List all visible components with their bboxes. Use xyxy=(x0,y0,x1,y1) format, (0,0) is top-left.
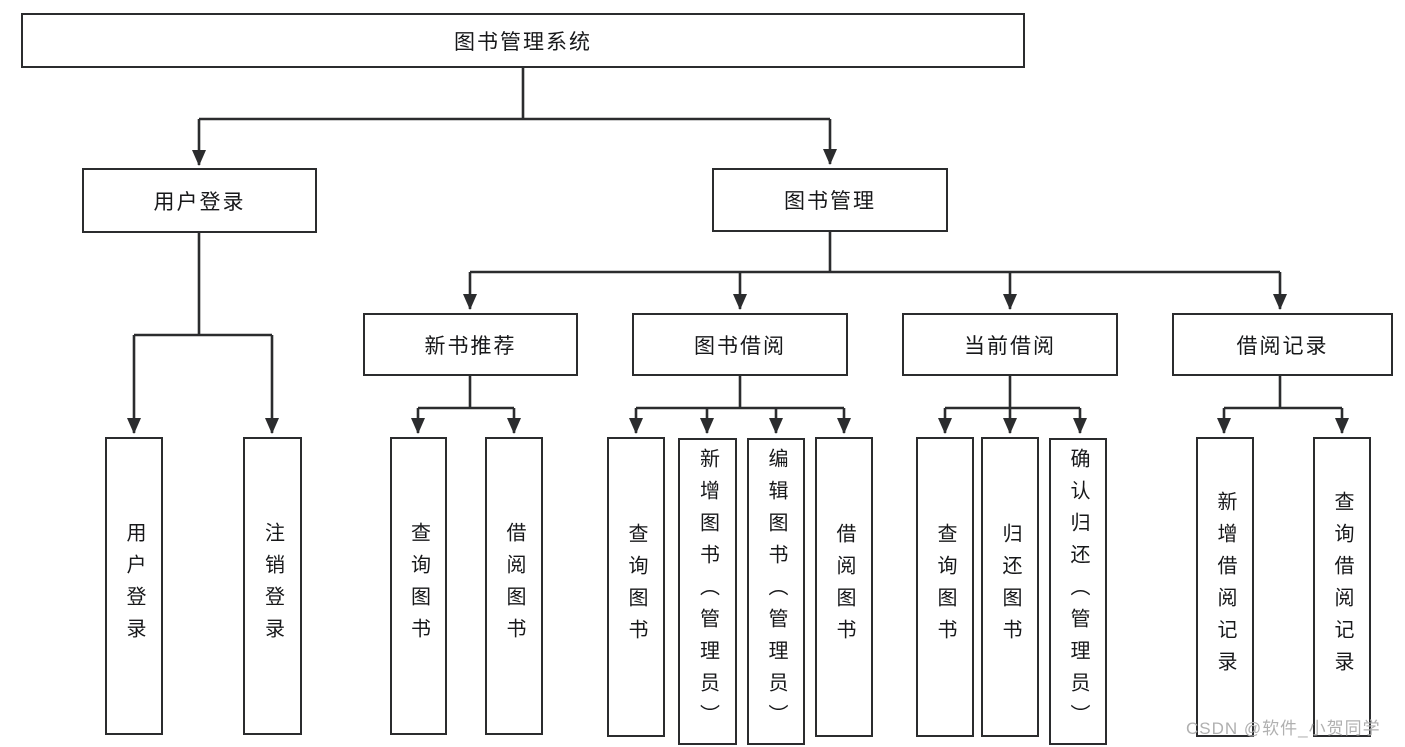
edges-new-book-recommend xyxy=(411,376,521,434)
leaf-bb-borrow-book-label: 借阅图书 xyxy=(833,523,855,651)
leaf-bb-add-book: 新增图书（管理员） xyxy=(678,438,737,745)
leaf-cb-return-book: 归还图书 xyxy=(981,437,1039,737)
leaf-bb-add-book-label: 新增图书（管理员） xyxy=(696,447,719,736)
leaf-logout-label: 注销登录 xyxy=(261,522,284,650)
node-new-book-recommend: 新书推荐 xyxy=(363,313,578,376)
node-root-label: 图书管理系统 xyxy=(454,30,592,54)
node-borrow-record-label: 借阅记录 xyxy=(1236,334,1329,358)
leaf-user-login-label: 用户登录 xyxy=(123,522,145,650)
leaf-cb-return-book-label: 归还图书 xyxy=(999,523,1021,651)
leaf-bb-borrow-book: 借阅图书 xyxy=(815,437,873,737)
node-book-management: 图书管理 xyxy=(712,168,948,232)
edges-current-borrow xyxy=(938,376,1087,434)
node-book-management-label: 图书管理 xyxy=(784,190,876,213)
csdn-watermark: CSDN @软件_小贺同学 xyxy=(1186,719,1381,738)
leaf-cb-query-book: 查询图书 xyxy=(916,437,974,737)
leaf-bb-edit-book-label: 编辑图书（管理员） xyxy=(765,447,787,736)
leaf-user-login: 用户登录 xyxy=(105,437,163,735)
leaf-nbr-borrow-book: 借阅图书 xyxy=(485,437,543,735)
leaf-cb-confirm-return: 确认归还（管理员） xyxy=(1049,438,1107,745)
leaf-nbr-query-book: 查询图书 xyxy=(390,437,447,735)
node-new-book-recommend-label: 新书推荐 xyxy=(424,334,517,358)
node-root: 图书管理系统 xyxy=(21,13,1025,68)
leaf-logout: 注销登录 xyxy=(243,437,302,735)
leaf-cb-confirm-return-label: 确认归还（管理员） xyxy=(1067,447,1089,736)
node-book-borrow-label: 图书借阅 xyxy=(694,334,786,358)
leaf-bb-edit-book: 编辑图书（管理员） xyxy=(747,438,805,745)
leaf-br-add-record-label: 新增借阅记录 xyxy=(1214,491,1236,683)
node-user-login-label: 用户登录 xyxy=(153,190,246,214)
edges-book-borrow xyxy=(629,376,851,434)
edges-user-login xyxy=(127,233,279,434)
node-current-borrow: 当前借阅 xyxy=(902,313,1118,376)
leaf-cb-query-book-label: 查询图书 xyxy=(934,523,956,651)
node-user-login: 用户登录 xyxy=(82,168,317,233)
node-book-borrow: 图书借阅 xyxy=(632,313,848,376)
leaf-bb-query-book: 查询图书 xyxy=(607,437,665,737)
leaf-nbr-query-book-label: 查询图书 xyxy=(407,522,430,650)
edges-borrow-record xyxy=(1217,376,1349,434)
node-current-borrow-label: 当前借阅 xyxy=(964,334,1056,358)
edges-book-management xyxy=(463,232,1287,310)
edges-root xyxy=(192,68,837,166)
leaf-nbr-borrow-book-label: 借阅图书 xyxy=(503,522,525,650)
leaf-br-add-record: 新增借阅记录 xyxy=(1196,437,1254,737)
leaf-br-query-record-label: 查询借阅记录 xyxy=(1331,491,1353,683)
leaf-bb-query-book-label: 查询图书 xyxy=(625,523,647,651)
node-borrow-record: 借阅记录 xyxy=(1172,313,1393,376)
leaf-br-query-record: 查询借阅记录 xyxy=(1313,437,1371,737)
